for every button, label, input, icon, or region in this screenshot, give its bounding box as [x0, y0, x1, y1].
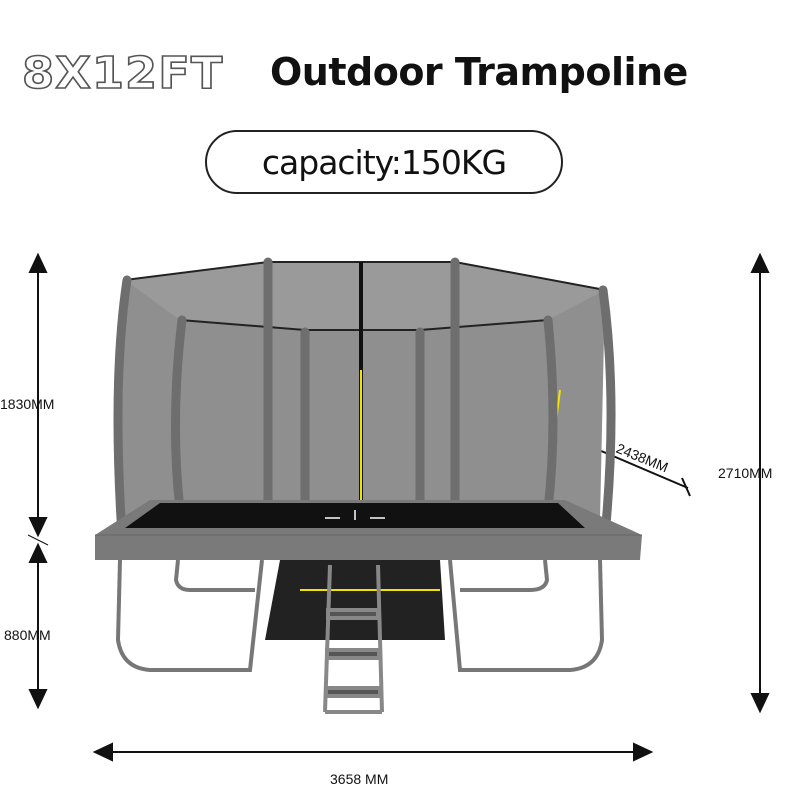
safety-net: [120, 261, 606, 520]
mat-markings: [325, 510, 385, 520]
size-label: 8X12FT: [21, 47, 224, 100]
skirt: [265, 560, 445, 640]
net-poles: [113, 257, 616, 560]
product-title: Outdoor Trampoline: [270, 50, 688, 94]
legs: [115, 559, 605, 672]
capacity-badge: capacity:150KG: [205, 130, 563, 194]
capacity-text: capacity:150KG: [261, 142, 507, 182]
net-height-label: 1830MM: [0, 396, 55, 412]
frame-height-label: 880MM: [4, 627, 51, 643]
total-height-label: 2710MM: [718, 465, 773, 481]
length-label: 3658 MM: [330, 771, 389, 787]
ladder: [323, 564, 384, 714]
